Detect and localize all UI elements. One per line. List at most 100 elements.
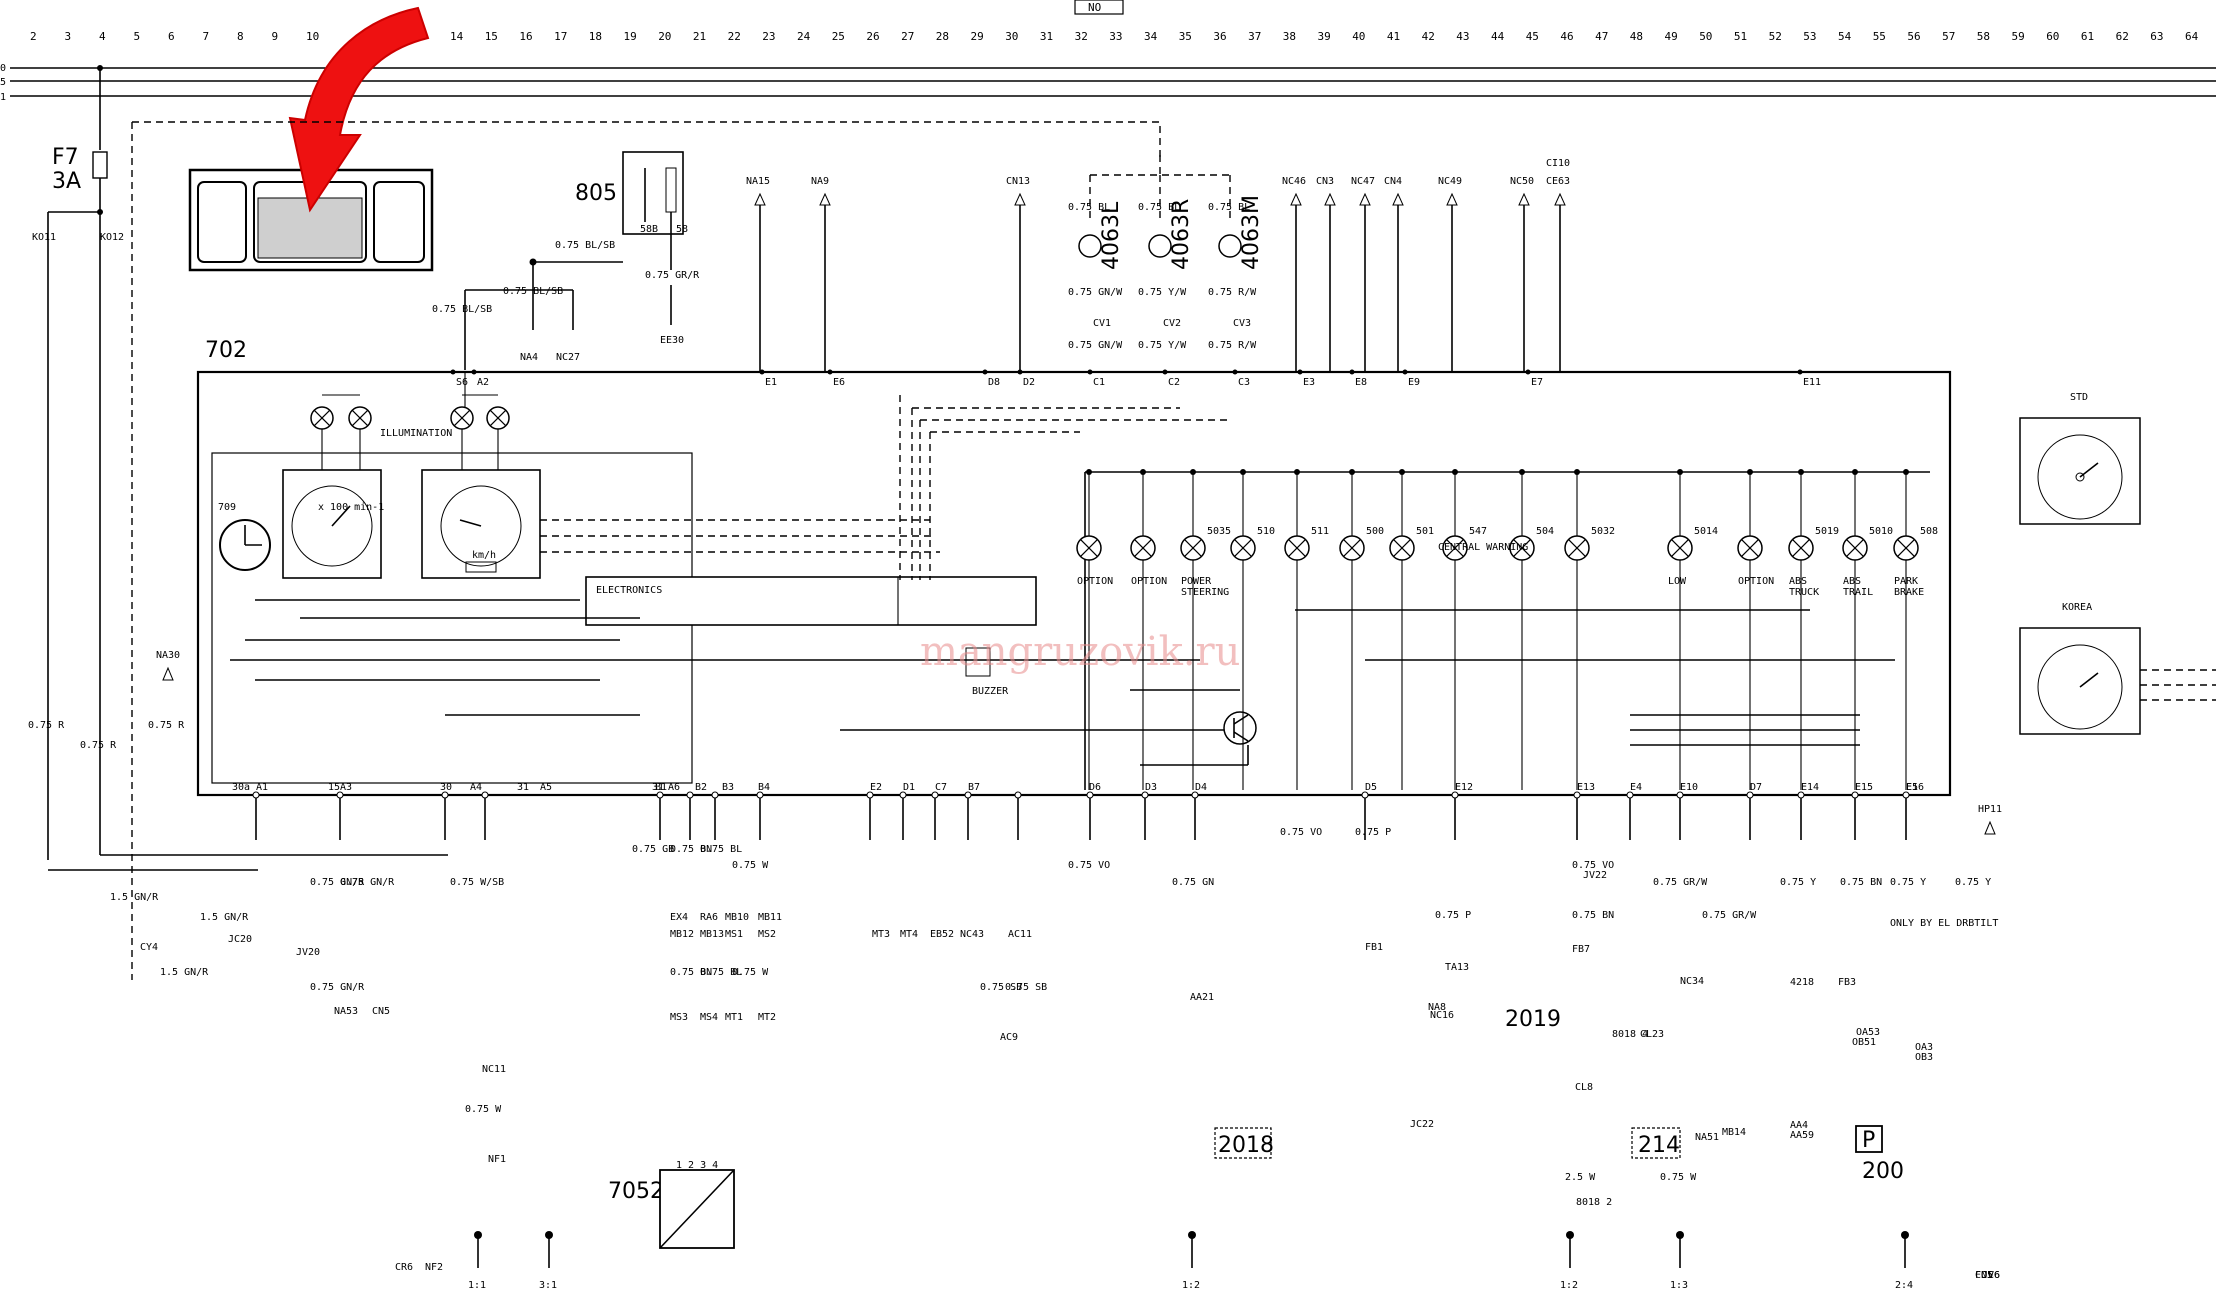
wire-label: 0.75 BL: [1138, 202, 1180, 213]
column-number: 54: [1838, 30, 1852, 43]
column-number: 4: [99, 30, 106, 43]
pin-label: B1: [655, 782, 667, 793]
connector-label: NC46: [1282, 176, 1306, 187]
pin-label: E7: [1531, 377, 1543, 388]
instrument-cluster-frame: [196, 370, 1952, 797]
column-number: 59: [2012, 30, 2025, 43]
lamp-cross: [1897, 539, 1915, 557]
wire-label: 0.75 GR/R: [645, 270, 700, 281]
pin-dot: [1573, 791, 1581, 799]
pin-label: 31: [517, 782, 529, 793]
ground-icon: [474, 1231, 482, 1239]
pin-numbers: 1 2 3 4: [676, 1160, 718, 1171]
actuator-7052: 7052 1 2 3 4: [608, 1160, 735, 1249]
pin-label: 15: [328, 782, 340, 793]
column-number: 52: [1769, 30, 1782, 43]
connector-label: NC50: [1510, 176, 1534, 187]
wire-label: 0.75 BL: [1068, 202, 1110, 213]
pin-dot: [1361, 791, 1369, 799]
column-number: 34: [1144, 30, 1158, 43]
connector-label: MT2: [758, 1012, 776, 1023]
wire-label: 0.75 BL: [700, 967, 742, 978]
lamp-cross: [1671, 539, 1689, 557]
pin-dot: [1626, 791, 1634, 799]
arrow-icon: [1392, 192, 1404, 206]
lamp-label: ABS: [1789, 576, 1807, 587]
cluster-internal-wiring: [230, 395, 1930, 790]
lamp-label: LOW: [1668, 576, 1687, 587]
blsb-feed: 0.75 BL/SB 0.75 BL/SB 0.75 BL/SB NA4 NC2…: [432, 240, 623, 370]
red-arrow-icon: [288, 6, 430, 213]
pin-dot: [756, 791, 764, 799]
connector-label: CV3: [1233, 318, 1251, 329]
speedo-unit: km/h: [472, 550, 496, 561]
wire-label: 0.75 P: [1355, 827, 1391, 838]
pin-label: D6: [1089, 782, 1101, 793]
arrow-icon: [1554, 192, 1566, 206]
pin-dot: [1902, 791, 1910, 799]
power-rails: 0 5 1: [0, 63, 2216, 103]
connector-label: AA21: [1190, 992, 1214, 1003]
column-number: 48: [1630, 30, 1643, 43]
pin-dot: [964, 791, 972, 799]
wire-label: 0.75 BL/SB: [503, 286, 563, 297]
wire-label: 0.75 R/W: [1208, 287, 1257, 298]
column-number: 22: [728, 30, 741, 43]
buzzer-label: BUZZER: [972, 686, 1009, 697]
korea-gauge: KOREA: [2019, 602, 2216, 735]
connector-label: MB14: [1722, 1127, 1746, 1138]
junction: [1852, 469, 1858, 475]
connector-label: CI10: [1546, 158, 1570, 169]
connector-label: KO12: [100, 232, 124, 243]
connector-label: EB52: [930, 929, 954, 940]
pin-label: C2: [1168, 377, 1180, 388]
wire-label: 0.75 Y: [1955, 877, 1991, 888]
pin-dot: [686, 791, 694, 799]
wire-label: 1.5 GN/R: [160, 967, 209, 978]
pin-dot: [866, 791, 874, 799]
pin-label: E1: [765, 377, 777, 388]
arrow-icon: [1290, 192, 1302, 206]
lamp-cross: [1792, 539, 1810, 557]
sensor-symbol: P: [1862, 1128, 1875, 1153]
arrow-icon: [754, 192, 766, 206]
connector-label: JV20: [296, 947, 320, 958]
pin-label: E16: [1906, 782, 1924, 793]
connector-label: NA9: [811, 176, 829, 187]
gauge-variant: KOREA: [2062, 602, 2092, 613]
wire-label: 0.75 R: [28, 720, 65, 731]
column-number: 31: [1040, 30, 1053, 43]
wire-label: 0.75 SB: [1005, 982, 1047, 993]
connector-label: MT4: [900, 929, 918, 940]
wire-label: 0.75 R: [148, 720, 185, 731]
ground-icon: [545, 1231, 553, 1239]
pin-label: B3: [722, 782, 734, 793]
column-number: 44: [1491, 30, 1505, 43]
pin-dot: [1402, 369, 1408, 375]
column-number: 38: [1283, 30, 1296, 43]
pin-dot: [336, 791, 344, 799]
lamp-cross: [489, 409, 507, 427]
switch-label: 2018: [1218, 1133, 1274, 1158]
connector-label: NC43: [960, 929, 984, 940]
wire-label: 0.75 BL/SB: [432, 304, 492, 315]
pin-label: 31: [652, 782, 664, 793]
pin-label: E14: [1801, 782, 1819, 793]
fuse-name: F7: [52, 145, 79, 170]
central-warning-label: CENTRAL WARNING: [1438, 542, 1528, 553]
speedo-gauge: km/h: [421, 469, 541, 579]
connector-label: CY4: [140, 942, 158, 953]
lamp-label: TRAIL: [1843, 587, 1873, 598]
pin-label: A2: [477, 377, 489, 388]
lamp-cross: [1741, 539, 1759, 557]
column-number: 17: [554, 30, 567, 43]
pin-label: E13: [1577, 782, 1595, 793]
junction: [1294, 469, 1300, 475]
pin-dot: [441, 791, 449, 799]
column-number: 29: [971, 30, 984, 43]
switch-label: 2019: [1505, 1007, 1561, 1032]
lamp-label: 4063L: [1099, 201, 1124, 270]
watermark: mangruzovik.ru: [920, 629, 1240, 675]
relay-label: 805: [575, 181, 617, 206]
pin-dot: [471, 369, 477, 375]
